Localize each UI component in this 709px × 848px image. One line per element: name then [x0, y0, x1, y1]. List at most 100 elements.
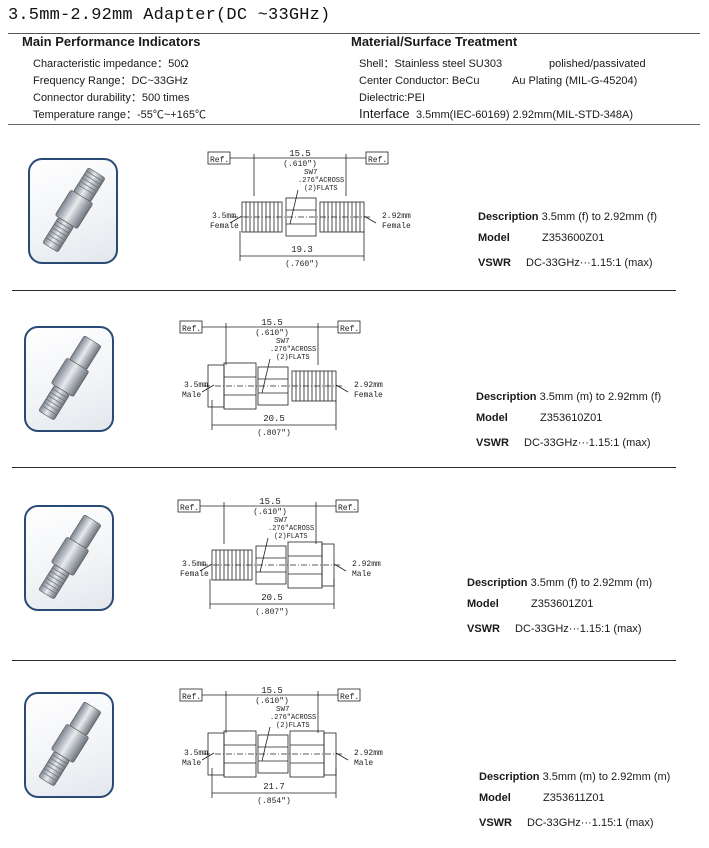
right-size-label: 2.92mm — [382, 212, 411, 221]
product-photo — [24, 692, 114, 798]
dim-top: 15.5 — [261, 686, 283, 696]
dim-top-inch: (.610") — [283, 160, 317, 169]
dim-top-inch: (.610") — [253, 508, 287, 517]
dim-bottom: 20.5 — [263, 414, 285, 424]
dimension-drawing: Ref. Ref. 15.5 (.610") SW7 .276"ACROSS (… — [206, 146, 466, 301]
sw-label: SW7 — [276, 338, 290, 346]
left-size-label: 3.5mm — [182, 560, 206, 569]
right-gender-label: Male — [354, 759, 373, 768]
connector-body-segment — [285, 197, 317, 237]
vswr-value: DC-33GHz···1.15:1 (max) — [524, 437, 651, 449]
performance-durability: Connector durability：500 times — [33, 92, 190, 104]
right-size-label: 2.92mm — [354, 381, 383, 390]
left-size-label: 3.5mm — [212, 212, 236, 221]
product-photo — [24, 326, 114, 432]
dim-bottom: 20.5 — [261, 593, 283, 603]
right-gender-label: Female — [354, 391, 383, 400]
dim-top-inch: (.610") — [255, 329, 289, 338]
dim-bottom: 19.3 — [291, 245, 313, 255]
dimension-drawing: Ref. Ref. 15.5 (.610") SW7 .276"ACROSS (… — [178, 315, 438, 470]
ref-label-left: Ref. — [180, 504, 199, 513]
vswr-value: DC-33GHz···1.15:1 (max) — [527, 817, 654, 829]
model-value: Z353601Z01 — [531, 598, 594, 610]
spec-divider — [8, 124, 700, 125]
material-interface-label: Interface — [359, 106, 410, 121]
dim-top: 15.5 — [261, 318, 283, 328]
left-size-label: 3.5mm — [184, 381, 208, 390]
material-heading: Material/Surface Treatment — [351, 34, 518, 49]
material-interface-value: 3.5mm(IEC-60169) 2.92mm(MIL-STD-348A) — [416, 109, 634, 121]
connector-body-segment — [257, 734, 289, 774]
dim-bottom-inch: (.807") — [257, 429, 291, 438]
ref-label-right: Ref. — [340, 325, 359, 334]
description-label: Description — [478, 211, 539, 223]
sw-flats: (2)FLATS — [276, 354, 310, 362]
title-divider — [8, 33, 700, 34]
sw-flats: (2)FLATS — [276, 722, 310, 730]
dim-top: 15.5 — [259, 497, 281, 507]
sw-across: .276"ACROSS — [270, 714, 316, 722]
product-photo — [24, 505, 114, 611]
left-gender-label: Female — [180, 570, 209, 579]
left-gender-label: Female — [210, 222, 239, 231]
material-shell: Shell：Stainless steel SU303 — [359, 58, 503, 70]
right-size-label: 2.92mm — [352, 560, 381, 569]
material-center-conductor: Center Conductor: BeCu — [359, 75, 480, 87]
sw-label: SW7 — [276, 706, 290, 714]
description-value: 3.5mm (f) to 2.92mm (f) — [541, 211, 658, 223]
connector-body-segment — [255, 545, 287, 585]
dim-bottom-inch: (.760") — [285, 260, 319, 269]
performance-impedance: Characteristic impedance：50Ω — [33, 58, 189, 70]
dim-bottom-inch: (.854") — [257, 797, 291, 806]
dimension-drawing: Ref. Ref. 15.5 (.610") SW7 .276"ACROSS (… — [176, 494, 436, 649]
sw-across: .276"ACROSS — [270, 346, 316, 354]
model-label: Model — [479, 792, 511, 804]
sw-label: SW7 — [304, 169, 318, 177]
dim-bottom-inch: (.807") — [255, 608, 289, 617]
performance-temperature: Temperature range：-55℃~+165℃ — [33, 109, 207, 121]
model-value: Z353610Z01 — [540, 412, 603, 424]
ref-label-right: Ref. — [338, 504, 357, 513]
model-value: Z353611Z01 — [543, 792, 605, 804]
connector-body-segment — [257, 366, 289, 406]
sw-flats: (2)FLATS — [304, 185, 338, 193]
description-value: 3.5mm (f) to 2.92mm (m) — [530, 577, 653, 589]
vswr-label: VSWR — [467, 623, 500, 635]
ref-label-left: Ref. — [210, 156, 229, 165]
ref-label-right: Ref. — [340, 693, 359, 702]
sw-across: .276"ACROSS — [268, 525, 314, 533]
material-center-plating: Au Plating (MIL-G-45204) — [512, 75, 638, 87]
dim-top: 15.5 — [289, 149, 311, 159]
ref-label-left: Ref. — [182, 325, 201, 334]
product-photo — [28, 158, 118, 264]
sw-label: SW7 — [274, 517, 288, 525]
right-gender-label: Female — [382, 222, 411, 231]
vswr-label: VSWR — [476, 437, 509, 449]
section-divider — [12, 467, 676, 468]
dim-bottom: 21.7 — [263, 782, 285, 792]
sw-flats: (2)FLATS — [274, 533, 308, 541]
left-size-label: 3.5mm — [184, 749, 208, 758]
description-label: Description — [467, 577, 528, 589]
performance-heading: Main Performance Indicators — [22, 34, 201, 49]
dim-top-inch: (.610") — [255, 697, 289, 706]
description-value: 3.5mm (m) to 2.92mm (m) — [542, 771, 671, 783]
section-divider — [12, 290, 676, 291]
performance-frequency: Frequency Range：DC~33GHz — [33, 75, 188, 87]
model-value: Z353600Z01 — [542, 232, 605, 244]
model-label: Model — [467, 598, 499, 610]
section-divider — [12, 660, 676, 661]
description-label: Description — [476, 391, 537, 403]
dimension-drawing: Ref. Ref. 15.5 (.610") SW7 .276"ACROSS (… — [178, 683, 438, 838]
vswr-value: DC-33GHz···1.15:1 (max) — [526, 257, 653, 269]
right-size-label: 2.92mm — [354, 749, 383, 758]
description-label: Description — [479, 771, 540, 783]
right-gender-label: Male — [352, 570, 371, 579]
description-value: 3.5mm (m) to 2.92mm (f) — [539, 391, 662, 403]
ref-label-left: Ref. — [182, 693, 201, 702]
vswr-value: DC-33GHz···1.15:1 (max) — [515, 623, 642, 635]
material-dielectric: Dielectric:PEI — [359, 92, 426, 104]
left-gender-label: Male — [182, 759, 201, 768]
left-gender-label: Male — [182, 391, 201, 400]
sw-across: .276"ACROSS — [298, 177, 344, 185]
